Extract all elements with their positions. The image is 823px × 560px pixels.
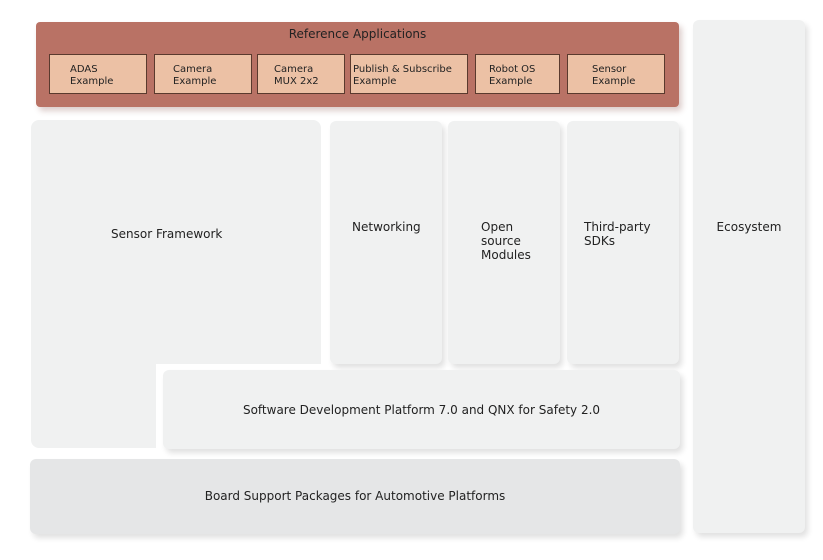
software-development-platform-block[interactable]: Software Development Platform 7.0 and QN…: [163, 370, 680, 449]
app-label: ADAS Example: [70, 64, 114, 87]
app-robot-os-example[interactable]: Robot OS Example: [475, 54, 560, 94]
app-adas-example[interactable]: ADAS Example: [49, 54, 147, 94]
app-label: Sensor Example: [592, 64, 636, 87]
app-camera-example[interactable]: Camera Example: [154, 54, 252, 94]
ecosystem-block[interactable]: Ecosystem: [693, 20, 805, 533]
open-source-modules-label: Open source Modules: [481, 220, 531, 262]
sensor-framework-label: Sensor Framework: [111, 227, 223, 241]
reference-applications-panel: Reference Applications ADAS Example Came…: [36, 22, 679, 107]
reference-applications-title: Reference Applications: [288, 27, 427, 41]
open-source-modules-block[interactable]: Open source Modules: [448, 121, 560, 364]
third-party-sdks-block[interactable]: Third-party SDKs: [567, 121, 679, 364]
app-label: Camera MUX 2x2: [274, 64, 319, 87]
app-publish-subscribe-example[interactable]: Publish & Subscribe Example: [350, 54, 468, 94]
sdp-label: Software Development Platform 7.0 and QN…: [242, 403, 601, 417]
bsp-label: Board Support Packages for Automotive Pl…: [204, 489, 506, 503]
app-label: Robot OS Example: [489, 64, 536, 87]
networking-label: Networking: [352, 220, 421, 234]
app-label: Publish & Subscribe Example: [353, 64, 452, 87]
third-party-sdks-label: Third-party SDKs: [584, 220, 651, 248]
networking-block[interactable]: Networking: [330, 121, 442, 364]
app-camera-mux[interactable]: Camera MUX 2x2: [257, 54, 345, 94]
app-sensor-example[interactable]: Sensor Example: [567, 54, 665, 94]
app-label: Camera Example: [173, 64, 217, 87]
ecosystem-label: Ecosystem: [716, 220, 782, 234]
board-support-packages-block[interactable]: Board Support Packages for Automotive Pl…: [30, 459, 680, 534]
